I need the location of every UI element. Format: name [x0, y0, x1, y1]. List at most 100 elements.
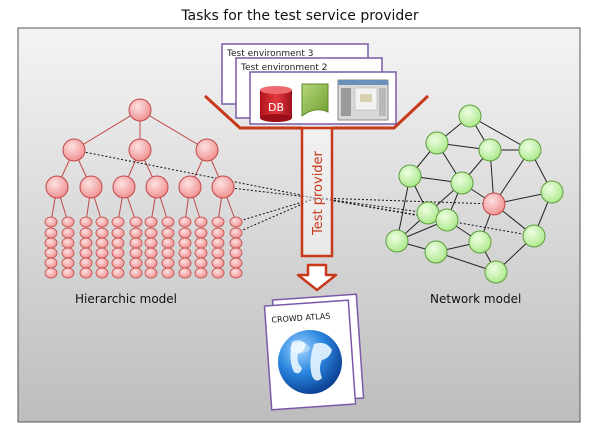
network-node [435, 208, 459, 232]
dashed-link [317, 197, 495, 205]
hierarchy-leaf-node [95, 247, 109, 259]
hierarchy-root-node [128, 98, 152, 122]
funnel-right-arm [332, 94, 430, 130]
hierarchy-leaf-node [79, 257, 93, 269]
hierarchy-leaf-node [229, 267, 243, 279]
hierarchy-leaf-node [129, 216, 143, 228]
hierarchy-leaf-node [44, 227, 58, 239]
hierarchy-leaf-node [161, 237, 175, 249]
hierarchy-leaf-node [79, 247, 93, 259]
hierarchy-leaf-node [111, 227, 125, 239]
network-node [540, 180, 564, 204]
test-provider-box [300, 126, 334, 258]
hierarchy-leaf-node [129, 267, 143, 279]
test-provider-label: Test provider [311, 150, 326, 236]
document-icon [301, 83, 329, 118]
hierarchy-leaf-node [129, 237, 143, 249]
hierarchy-leaf-node [111, 257, 125, 269]
hierarchy-leaf-node [161, 257, 175, 269]
hierarchy-leaf-node [178, 267, 192, 279]
network-node [468, 230, 492, 254]
hierarchy-leaf-node [194, 237, 208, 249]
hierarchy-leaf-node [61, 267, 75, 279]
network-node [518, 138, 542, 162]
down-arrow-icon [296, 263, 338, 292]
funnel-left-arm [203, 94, 302, 130]
hierarchy-leaf-node [178, 237, 192, 249]
network-node [425, 131, 449, 155]
environment-label-3: Test environment 3 [226, 49, 314, 59]
hierarchy-leaf-node [178, 247, 192, 259]
network-model-label: Network model [430, 292, 521, 306]
hierarchy-leaf-node [129, 227, 143, 239]
hierarchy-leaf-node [211, 237, 225, 249]
hierarchy-leaf-node [194, 257, 208, 269]
hierarchy-leaf-node [111, 267, 125, 279]
test-environment-stack: Test environment 3 Test environment 2 DB [221, 43, 397, 125]
network-node [478, 138, 502, 162]
hierarchy-leaf-node [211, 227, 225, 239]
diagram-title: Tasks for the test service provider [181, 8, 419, 24]
hierarchy-leaf-node [229, 247, 243, 259]
hierarchy-leaf-node [194, 267, 208, 279]
atlas-title: CROWD ATLAS [271, 311, 330, 324]
hierarchy-leaf-node [79, 216, 93, 228]
network-node [484, 260, 508, 284]
hierarchy-leaf-node [194, 247, 208, 259]
db-label: DB [268, 101, 284, 114]
hierarchy-leaf-node [144, 216, 158, 228]
hierarchy-leaf-node [161, 216, 175, 228]
hierarchy-level2-node [112, 175, 136, 199]
hierarchy-level1-node [128, 138, 152, 162]
hierarchy-leaf-node [229, 237, 243, 249]
hierarchy-leaf-node [229, 257, 243, 269]
hierarchy-leaf-node [161, 227, 175, 239]
hierarchy-leaf-node [61, 216, 75, 228]
hierarchy-leaf-node [111, 247, 125, 259]
hierarchy-leaf-node [229, 227, 243, 239]
hierarchy-leaf-node [194, 227, 208, 239]
crowd-atlas-document: CROWD ATLAS [263, 293, 365, 411]
dashed-link [73, 149, 317, 199]
hierarchy-leaf-node [44, 237, 58, 249]
hierarchy-leaf-node [61, 247, 75, 259]
database-icon: DB [260, 86, 292, 122]
hierarchy-leaf-node [79, 237, 93, 249]
hierarchy-leaf-node [44, 267, 58, 279]
hierarchy-leaf-node [178, 216, 192, 228]
network-node [458, 104, 482, 128]
test-provider-funnel: Test provider [203, 94, 430, 292]
hierarchy-leaf-node [178, 257, 192, 269]
hierarchy-leaf-node [144, 247, 158, 259]
hierarchy-level2-node [178, 175, 202, 199]
hierarchy-leaf-node [144, 267, 158, 279]
screenshot-thumbnail-icon [337, 79, 389, 121]
hierarchy-leaf-node [95, 216, 109, 228]
hierarchy-level1-node [62, 138, 86, 162]
globe-icon [278, 330, 342, 394]
hierarchy-nodes [44, 98, 243, 279]
hierarchy-leaf-node [95, 257, 109, 269]
hierarchy-leaf-node [178, 227, 192, 239]
hierarchy-leaf-node [61, 237, 75, 249]
hierarchy-leaf-node [144, 227, 158, 239]
hierarchy-edge [139, 109, 208, 151]
hierarchy-leaf-node [44, 257, 58, 269]
network-node [398, 164, 422, 188]
hierarchy-level1-node [195, 138, 219, 162]
hierarchy-leaf-node [211, 247, 225, 259]
network-nodes [385, 104, 564, 284]
hierarchy-level2-node [45, 175, 69, 199]
environment-label-2: Test environment 2 [240, 63, 328, 73]
hierarchy-leaf-node [79, 227, 93, 239]
hierarchy-level2-node [211, 175, 235, 199]
hierarchy-level2-node [145, 175, 169, 199]
hierarchy-leaf-node [44, 247, 58, 259]
hierarchy-leaf-node [95, 237, 109, 249]
network-node [385, 229, 409, 253]
hierarchy-leaf-node [144, 237, 158, 249]
hierarchy-leaf-node [211, 216, 225, 228]
hierarchy-leaf-node [161, 247, 175, 259]
hierarchy-leaf-node [161, 267, 175, 279]
